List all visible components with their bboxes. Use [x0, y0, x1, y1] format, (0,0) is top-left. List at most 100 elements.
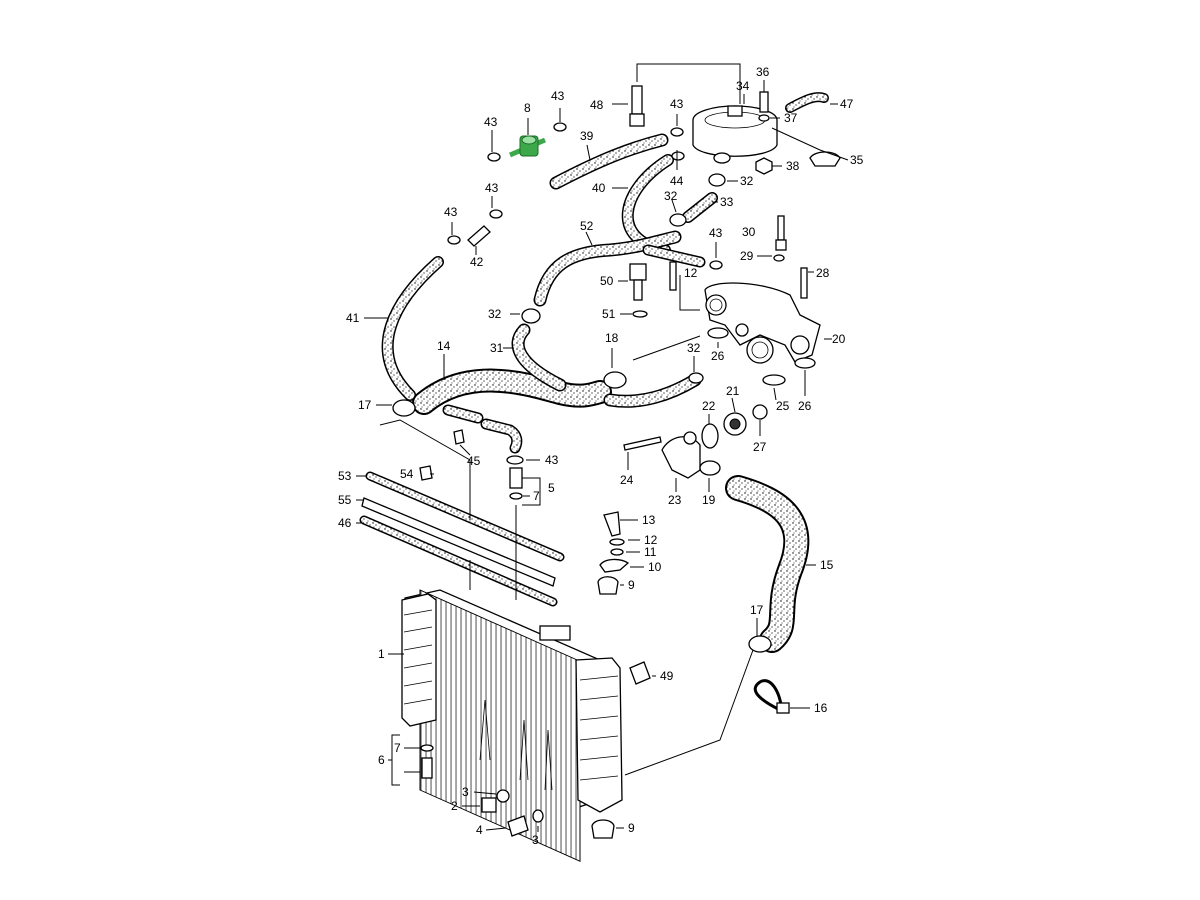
washer-7b[interactable] — [420, 744, 434, 752]
label-32: 32 — [740, 174, 754, 188]
washer-11[interactable] — [610, 548, 624, 556]
label-40: 40 — [592, 181, 606, 195]
bolt-24[interactable] — [623, 436, 662, 451]
clamp-43e[interactable] — [670, 127, 684, 137]
label-7: 7 — [533, 489, 540, 503]
gasket-22[interactable] — [701, 423, 719, 449]
drain-6[interactable] — [421, 757, 433, 779]
cap-35[interactable] — [809, 151, 841, 167]
radiator-1[interactable] — [401, 589, 623, 862]
clamp-43f[interactable] — [709, 260, 723, 270]
bolt-36[interactable] — [759, 91, 769, 113]
label-18: 18 — [605, 331, 619, 345]
label-31: 31 — [490, 341, 504, 355]
mount-9a[interactable] — [597, 576, 619, 595]
label-12: 12 — [684, 266, 698, 280]
label-49: 49 — [660, 669, 674, 683]
label-47: 47 — [840, 97, 854, 111]
switch-4[interactable] — [507, 815, 529, 837]
mount-49[interactable] — [629, 661, 651, 685]
label-1: 1 — [378, 647, 385, 661]
clamp-43a[interactable] — [487, 152, 501, 162]
label-53: 53 — [338, 469, 352, 483]
label-3: 3 — [462, 785, 469, 799]
clamp-18[interactable] — [603, 371, 627, 389]
seal-strip-55[interactable] — [361, 497, 556, 587]
valve-8[interactable] — [509, 135, 546, 158]
clamp-43b[interactable] — [553, 122, 567, 132]
label-43: 43 — [485, 181, 499, 195]
clamp-43c[interactable] — [489, 209, 503, 219]
label-34: 34 — [736, 79, 750, 93]
bracket-10[interactable] — [599, 558, 630, 573]
clamp-32b[interactable] — [669, 213, 687, 227]
clamp-19[interactable] — [699, 460, 721, 476]
label-19: 19 — [702, 493, 716, 507]
clamp-17a[interactable] — [392, 399, 416, 417]
strap-16[interactable] — [753, 679, 784, 713]
bolt-13[interactable] — [603, 511, 621, 537]
bolt-12-upper[interactable] — [669, 261, 677, 291]
clip-45[interactable] — [453, 429, 465, 445]
thermostat-housing-20[interactable] — [704, 282, 821, 364]
label-51: 51 — [602, 307, 616, 321]
washer-37[interactable] — [758, 114, 770, 122]
label-48: 48 — [590, 98, 604, 112]
label-43: 43 — [551, 89, 565, 103]
gasket-26b[interactable] — [794, 357, 816, 369]
expansion-tank-34[interactable] — [692, 105, 778, 164]
seal-3a[interactable] — [496, 789, 510, 803]
clip-54[interactable] — [419, 465, 433, 481]
label-5: 5 — [548, 481, 555, 495]
label-27: 27 — [753, 440, 767, 454]
label-43: 43 — [670, 97, 684, 111]
clamp-44[interactable] — [671, 151, 685, 161]
label-11: 11 — [644, 545, 657, 559]
plug-2[interactable] — [481, 797, 497, 813]
thermostat-21[interactable] — [723, 412, 747, 436]
label-50: 50 — [600, 274, 614, 288]
clamp-43d[interactable] — [447, 235, 461, 245]
label-9: 9 — [628, 578, 635, 592]
label-44: 44 — [670, 174, 684, 188]
label-2: 2 — [451, 799, 458, 813]
connector-42[interactable] — [467, 225, 491, 247]
label-25: 25 — [776, 399, 790, 413]
label-22: 22 — [702, 399, 716, 413]
drain-5[interactable] — [509, 467, 523, 489]
washer-7a[interactable] — [509, 492, 523, 500]
label-17: 17 — [358, 398, 372, 412]
gasket-25[interactable] — [762, 374, 786, 386]
housing-23[interactable] — [661, 431, 701, 479]
washer-12[interactable] — [609, 538, 625, 546]
plug-27[interactable] — [752, 404, 768, 420]
mount-9b[interactable] — [591, 819, 615, 839]
clamp-32d[interactable] — [688, 372, 704, 384]
leader-lines — [356, 63, 849, 832]
washer-51[interactable] — [632, 310, 648, 318]
label-43: 43 — [709, 226, 723, 240]
label-17: 17 — [750, 603, 764, 617]
label-32: 32 — [687, 341, 701, 355]
clamp-43g[interactable] — [506, 455, 524, 465]
label-43: 43 — [484, 115, 498, 129]
label-7: 7 — [394, 741, 401, 755]
sensor-50[interactable] — [629, 263, 647, 301]
clamp-32a[interactable] — [708, 173, 726, 187]
label-43: 43 — [545, 453, 559, 467]
washer-29[interactable] — [773, 254, 785, 262]
clamp-32c[interactable] — [521, 308, 541, 324]
label-37: 37 — [784, 111, 798, 125]
label-41: 41 — [346, 311, 360, 325]
clamp-17b[interactable] — [748, 635, 772, 653]
label-36: 36 — [756, 65, 770, 79]
label-4: 4 — [476, 823, 483, 837]
bolt-28[interactable] — [800, 267, 808, 299]
label-13: 13 — [642, 513, 656, 527]
seal-3b[interactable] — [532, 809, 544, 823]
sensor-48[interactable] — [629, 85, 645, 127]
gasket-26a[interactable] — [707, 327, 729, 339]
nut-38[interactable] — [755, 157, 773, 175]
label-35: 35 — [850, 153, 864, 167]
